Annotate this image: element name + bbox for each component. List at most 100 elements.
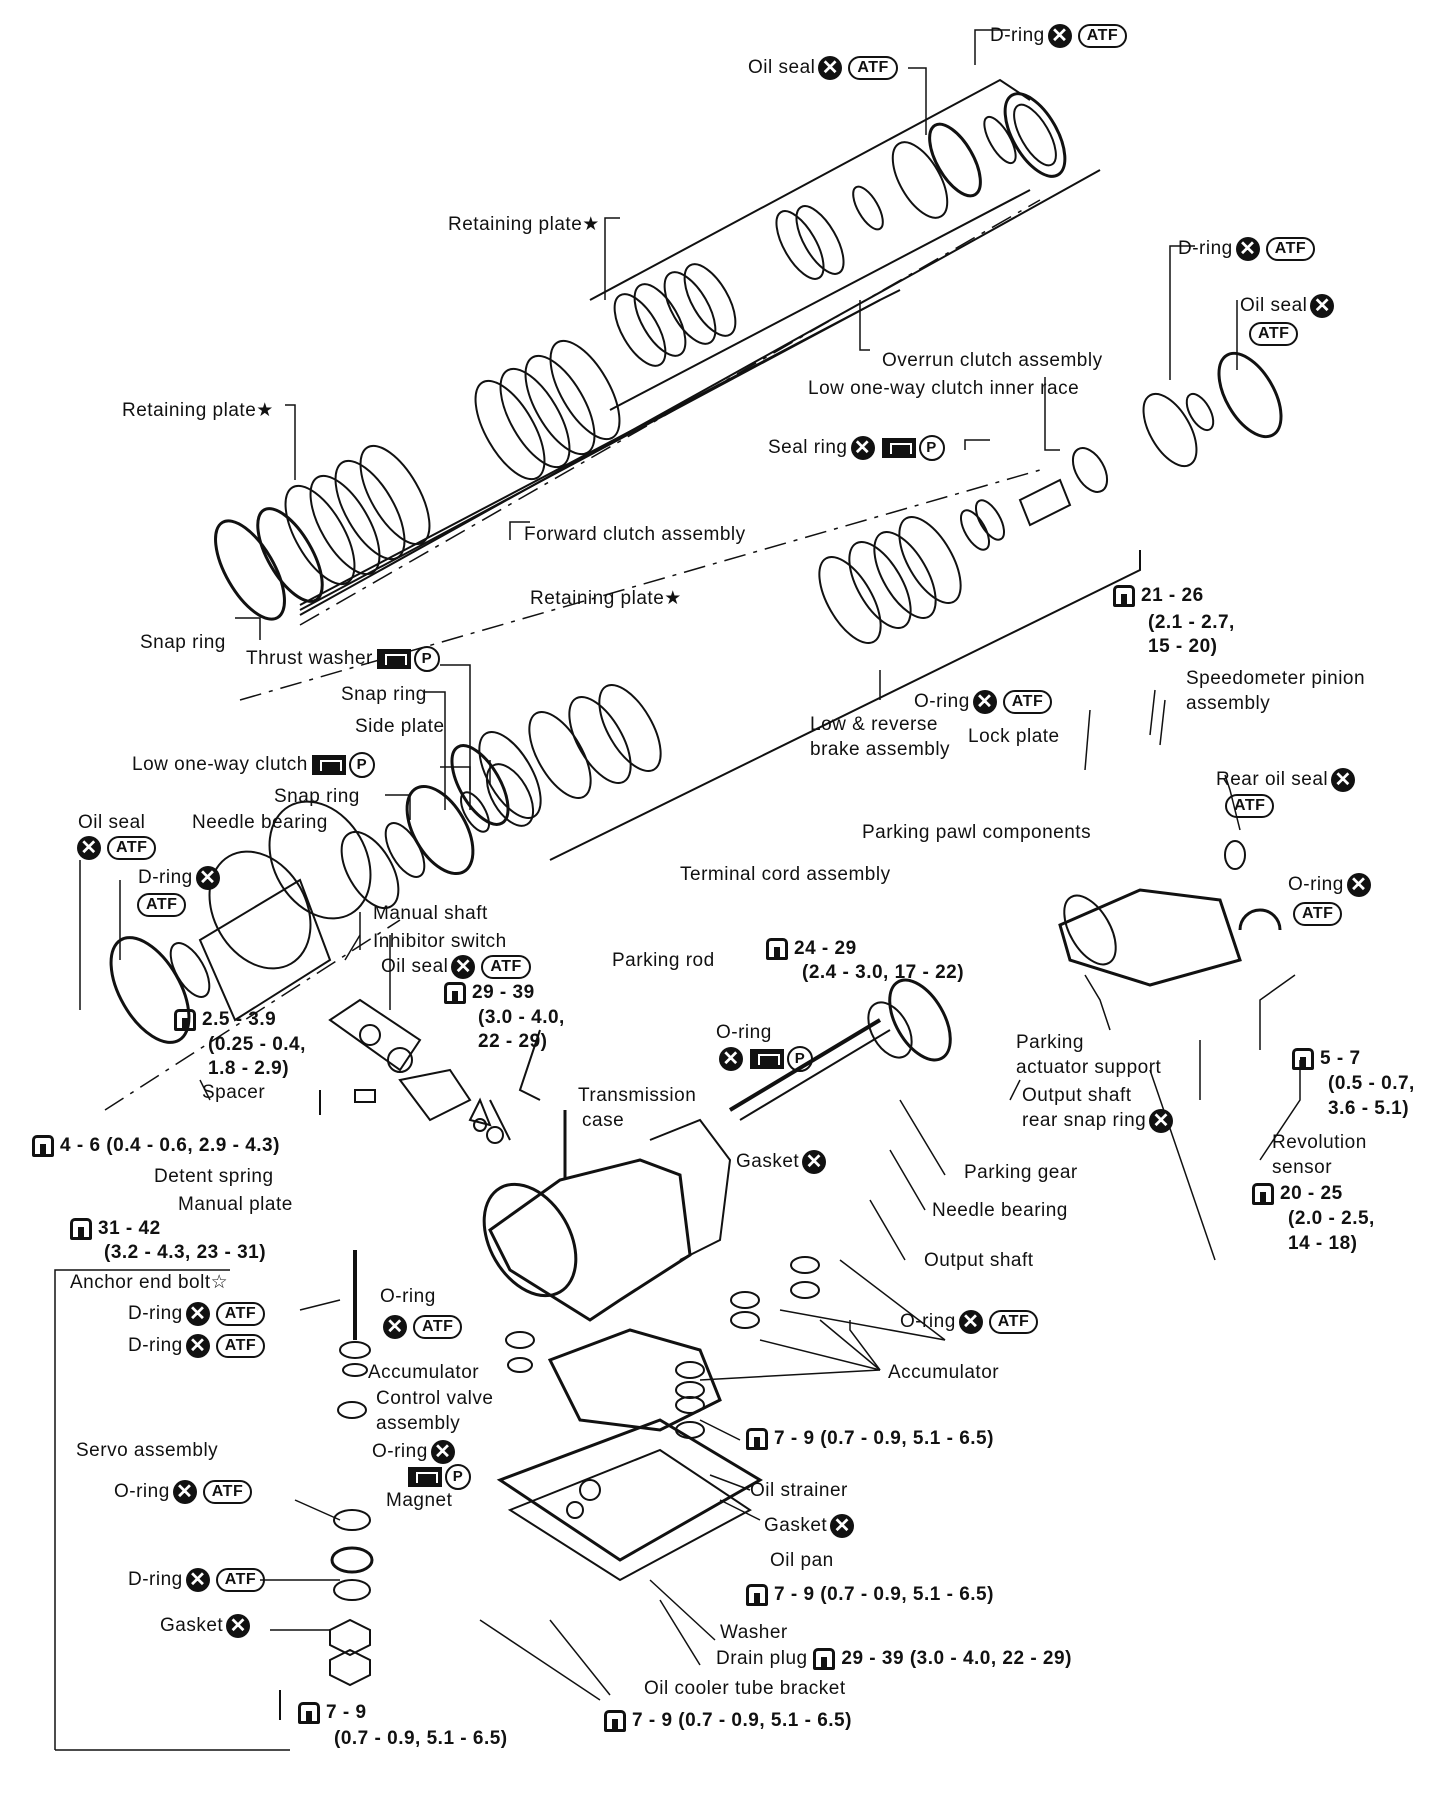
label-transmission-case-1: Transmission	[578, 1085, 697, 1106]
label-accumulator-1: Accumulator	[368, 1362, 480, 1383]
atf-icon: ATF	[1002, 690, 1053, 714]
replace-icon: ✕	[818, 56, 843, 80]
label-spec-5-7: 5 - 7	[1292, 1048, 1361, 1071]
replace-icon: ✕	[1331, 768, 1356, 792]
atf-icon: ATF	[848, 56, 898, 80]
atf-icon: ATF	[1246, 322, 1299, 346]
atf-icon: ATF	[215, 1568, 266, 1592]
label-control-valve-2: assembly	[376, 1413, 461, 1434]
label-o-ring-left: O-ring	[380, 1286, 436, 1307]
forward-clutch-parts	[214, 289, 901, 621]
torque-icon	[444, 982, 466, 1004]
leader-lines	[54, 29, 1301, 1751]
label-side-plate: Side plate	[355, 716, 445, 737]
label-retaining-plate-3: Retaining plate★	[530, 588, 682, 609]
replace-icon: ✕	[226, 1614, 251, 1638]
label-oil-cooler: Oil cooler tube bracket	[644, 1678, 846, 1699]
atf-icon: ATF	[202, 1480, 253, 1504]
drum-parts	[104, 763, 535, 1111]
replace-icon: ✕	[719, 1047, 743, 1071]
label-spec-31-42-b: (3.2 - 4.3, 23 - 31)	[104, 1242, 267, 1263]
replace-icon: ✕	[451, 955, 476, 979]
label-parking-gear: Parking gear	[964, 1162, 1078, 1183]
atf-icon: ATF	[481, 955, 531, 979]
label-oil-seal-top: Oil seal✕ATF	[748, 56, 898, 80]
replace-icon: ✕	[830, 1514, 855, 1538]
atf-icon: ATF	[134, 893, 187, 917]
label-low-one-way-inner-race: Low one-way clutch inner race	[808, 378, 1080, 399]
label-manual-shaft: Manual shaft	[373, 903, 488, 924]
accumulator-drawing	[505, 1256, 820, 1439]
label-manual-plate: Manual plate	[178, 1194, 293, 1215]
label-speedo-2: assembly	[1186, 693, 1271, 714]
label-spec-29-39-c: 22 - 29)	[478, 1031, 548, 1052]
torque-icon	[32, 1135, 54, 1157]
label-spec-2-5-3-9-b: (0.25 - 0.4,	[208, 1034, 306, 1055]
atf-icon: ATF	[1077, 24, 1128, 48]
label-gasket-servo: Gasket✕	[160, 1614, 253, 1638]
label-o-ring-1: O-ring✕ATF	[914, 690, 1053, 714]
torque-icon	[1113, 585, 1135, 607]
label-output-shaft-snap-2: rear snap ring✕	[1022, 1109, 1176, 1133]
label-revolution-2: sensor	[1272, 1157, 1333, 1178]
label-oil-seal-left: Oil seal	[78, 812, 146, 833]
label-spec-29-39: 29 - 39	[444, 982, 535, 1005]
label-o-ring-acc: O-ring✕ATF	[900, 1310, 1039, 1334]
torque-icon	[1292, 1048, 1314, 1070]
label-oil-seal-left-symbols: ✕ATF	[74, 836, 157, 860]
label-lock-plate: Lock plate	[968, 726, 1060, 747]
label-o-ring-right: O-ring✕	[1288, 873, 1374, 897]
label-o-ring-cv-symbols: P	[404, 1464, 471, 1490]
petroleum-jelly-icon: P	[348, 752, 375, 778]
label-o-ring-mid: O-ring	[716, 1022, 772, 1043]
label-d-ring-top: D-ring✕ATF	[990, 24, 1128, 48]
label-gasket-1: Gasket✕	[736, 1150, 829, 1174]
replace-icon: ✕	[185, 1302, 210, 1326]
manual-shaft-parts	[319, 998, 541, 1144]
atf-icon: ATF	[1290, 902, 1343, 926]
label-forward-clutch: Forward clutch assembly	[524, 524, 746, 545]
atf-icon: ATF	[215, 1334, 266, 1358]
label-transmission-case-2: case	[582, 1110, 625, 1131]
replace-icon: ✕	[195, 866, 220, 890]
replace-icon: ✕	[383, 1315, 407, 1339]
label-spec-21-26-c: 15 - 20)	[1148, 636, 1218, 657]
label-d-ring-a: D-ring✕ATF	[128, 1302, 266, 1326]
label-drain-plug: Drain plug 29 - 39 (3.0 - 4.0, 22 - 29)	[716, 1648, 1072, 1670]
label-snap-ring-3: Snap ring	[274, 786, 360, 807]
label-spec-7-9-d: 7 - 9 (0.7 - 0.9, 5.1 - 6.5)	[604, 1710, 852, 1733]
label-spec-24-29-b: (2.4 - 3.0, 17 - 22)	[802, 962, 965, 983]
grease-icon	[750, 1049, 784, 1069]
label-output-shaft-snap-1: Output shaft	[1022, 1085, 1132, 1106]
label-oil-strainer: Oil strainer	[750, 1480, 848, 1501]
petroleum-jelly-icon: P	[413, 646, 440, 672]
petroleum-jelly-icon: P	[918, 435, 945, 461]
torque-icon	[1252, 1183, 1274, 1205]
label-o-ring-mid-symbols: ✕P	[716, 1046, 813, 1072]
replace-icon: ✕	[1346, 873, 1371, 897]
grease-icon	[376, 649, 411, 669]
label-revolution-1: Revolution	[1272, 1132, 1367, 1153]
replace-icon: ✕	[1149, 1109, 1174, 1133]
servo-drawing	[279, 1250, 374, 1720]
replace-icon: ✕	[958, 1310, 983, 1334]
label-spec-20-25-c: 14 - 18)	[1288, 1233, 1358, 1254]
replace-icon: ✕	[77, 836, 101, 860]
label-d-ring-right: D-ring✕ATF	[1178, 237, 1316, 261]
replace-icon: ✕	[185, 1334, 210, 1358]
label-output-shaft: Output shaft	[924, 1250, 1034, 1271]
label-detent-spring: Detent spring	[154, 1166, 274, 1187]
label-spec-21-26-b: (2.1 - 2.7,	[1148, 612, 1235, 633]
label-spec-24-29: 24 - 29	[766, 938, 857, 961]
label-gasket-2: Gasket✕	[764, 1514, 857, 1538]
label-retaining-plate-2: Retaining plate★	[122, 400, 274, 421]
label-oil-pan: Oil pan	[770, 1550, 834, 1571]
label-spec-4-6: 4 - 6 (0.4 - 0.6, 2.9 - 4.3)	[32, 1135, 280, 1158]
label-snap-ring-2: Snap ring	[341, 684, 427, 705]
torque-icon	[174, 1009, 196, 1031]
label-low-reverse-2: brake assembly	[810, 739, 951, 760]
label-parking-pawl: Parking pawl components	[862, 822, 1092, 843]
label-needle-bearing-1: Needle bearing	[192, 812, 328, 833]
